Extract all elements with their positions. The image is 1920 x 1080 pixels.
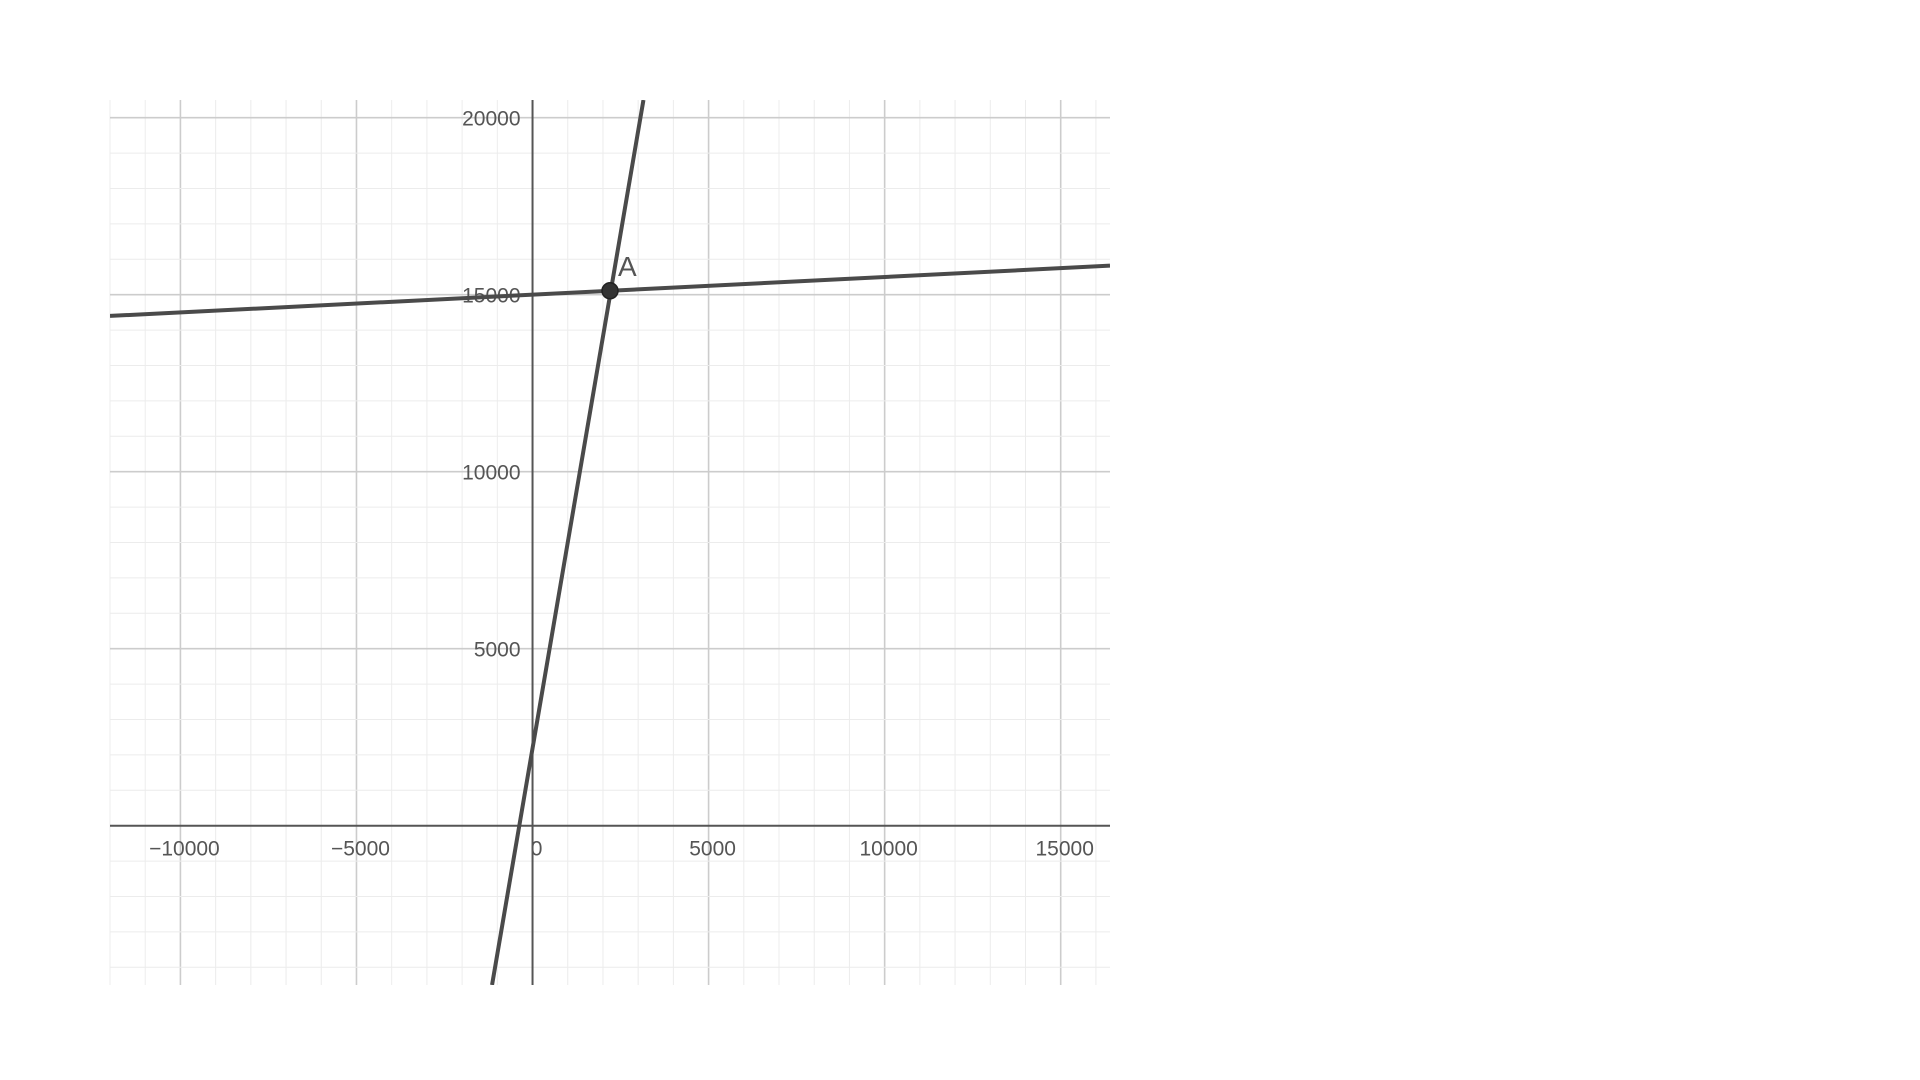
x-tick-label: −5000 [331, 838, 390, 861]
y-tick-label: 10000 [462, 462, 520, 485]
x-tick-label: 5000 [689, 838, 736, 861]
x-tick-label: −10000 [149, 838, 220, 861]
series-line-2 [490, 100, 646, 985]
y-tick-label: 5000 [474, 639, 521, 662]
grid-lines [109, 100, 1110, 985]
x-tick-label: 0 [531, 838, 543, 861]
x-tick-label: 15000 [1036, 838, 1094, 861]
x-tick-label: 10000 [859, 838, 917, 861]
point-a [601, 282, 619, 300]
y-tick-label: 20000 [462, 108, 520, 131]
point-label-a: A [618, 251, 637, 282]
